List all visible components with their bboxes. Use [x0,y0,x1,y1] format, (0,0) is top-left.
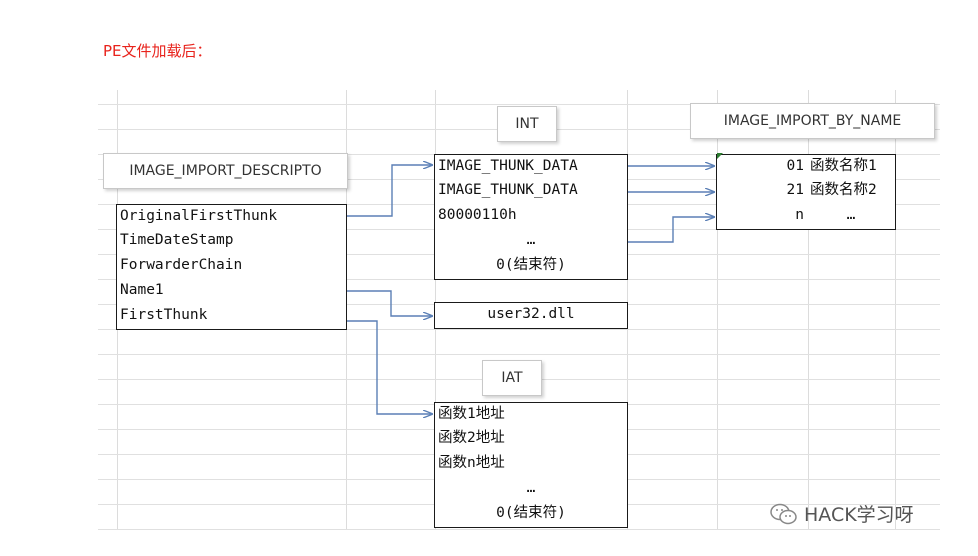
descriptor-field-forwarder-chain: ForwarderChain [116,254,347,280]
iat-label: IAT [482,360,542,396]
by-name-name: 函数名称1 [807,154,896,180]
by-name-label: IMAGE_IMPORT_BY_NAME [690,103,935,139]
iat-row: 函数1地址 [434,402,628,428]
arrow-first-thunk-to-iat [347,320,432,414]
int-row: IMAGE_THUNK_DATA [434,154,628,180]
cell-comment-marker [717,153,723,159]
by-name-name: 函数名称2 [807,179,896,205]
iat-row: … [434,477,628,503]
iat-row: 函数2地址 [434,427,628,453]
descriptor-field-name1: Name1 [116,279,347,305]
watermark: HACK学习呀 [770,500,914,527]
dll-name-cell: user32.dll [434,302,628,329]
arrow-original-first-thunk-to-int [347,165,432,217]
int-row: 0(结束符) [434,254,628,280]
page-title: PE文件加载后： [103,42,212,60]
by-name-hint: 21 [716,179,808,205]
wechat-icon [770,502,798,526]
watermark-text: HACK学习呀 [804,504,914,526]
by-name-hint: n [716,204,808,230]
by-name-name: … [807,204,896,230]
descriptor-label: IMAGE_IMPORT_DESCRIPTO [103,153,348,189]
arrow-name1-to-dll [347,290,432,316]
int-label: INT [497,106,557,142]
iat-row: 0(结束符) [434,502,628,528]
arrow-ellipsis-to-by-name-n [628,217,714,243]
by-name-hint: 01 [716,154,808,180]
descriptor-field-first-thunk: FirstThunk [116,304,347,330]
descriptor-field-time-date-stamp: TimeDateStamp [116,229,347,255]
